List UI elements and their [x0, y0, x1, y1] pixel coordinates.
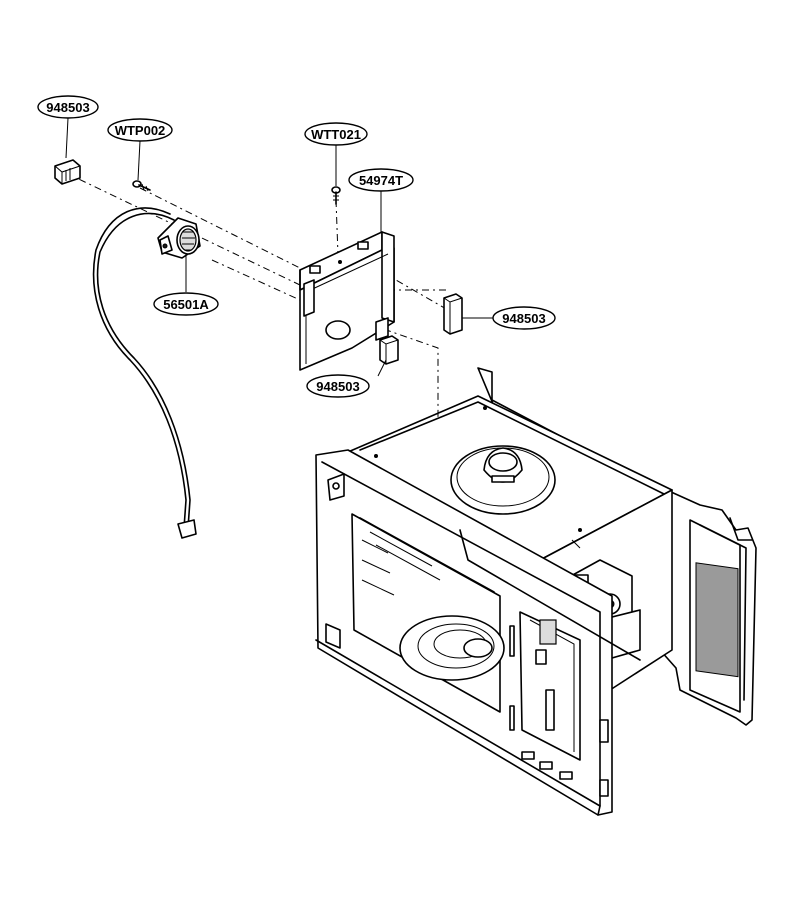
mounting-bracket-54974t [299, 231, 395, 371]
microwave-cavity-assembly [315, 367, 757, 816]
thermal-switch-56501a [157, 217, 201, 259]
turntable-ring [399, 615, 505, 681]
part-label-56501a: 56501A [153, 292, 219, 316]
front-frame [315, 449, 613, 816]
part-label-wtt021: WTT021 [304, 122, 368, 146]
part-label-948503-right: 948503 [492, 306, 556, 330]
part-number-text: 56501A [163, 297, 209, 312]
vent-grille [695, 562, 739, 678]
spacer-block-right [443, 293, 463, 335]
part-label-wtp002: WTP002 [107, 118, 173, 142]
spacer-block-bottom [379, 335, 399, 365]
part-number-text: WTP002 [115, 123, 166, 138]
part-label-948503-top-left: 948503 [37, 95, 99, 119]
part-number-text: 948503 [46, 100, 89, 115]
leader-lines [65, 117, 494, 377]
part-number-text: 54974T [359, 173, 403, 188]
part-number-text: 948503 [502, 311, 545, 326]
part-label-948503-bottom: 948503 [306, 374, 370, 398]
part-label-54974t: 54974T [348, 168, 414, 192]
screw-wtt021 [331, 186, 341, 205]
part-number-text: 948503 [316, 379, 359, 394]
turntable-motor [450, 445, 556, 515]
wire-harness [92, 207, 197, 539]
screw-wtp002 [132, 180, 151, 192]
spacer-block-top-left [54, 159, 81, 185]
part-number-text: WTT021 [311, 127, 361, 142]
